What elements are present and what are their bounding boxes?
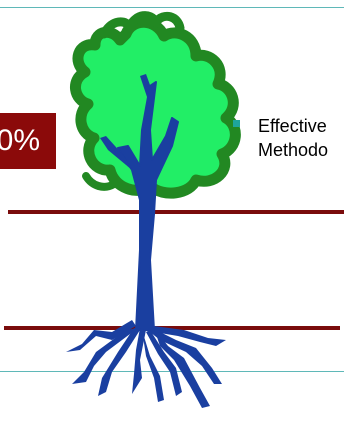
tree-roots <box>66 320 226 408</box>
percent-badge-text: 0% <box>0 113 40 169</box>
bullet-text-line2: Methodo <box>258 138 328 162</box>
bullet-text: Effective Methodo <box>258 114 328 162</box>
percent-badge: 0% <box>0 113 56 169</box>
bullet-text-line1: Effective <box>258 114 328 138</box>
square-bullet-icon <box>233 120 240 127</box>
